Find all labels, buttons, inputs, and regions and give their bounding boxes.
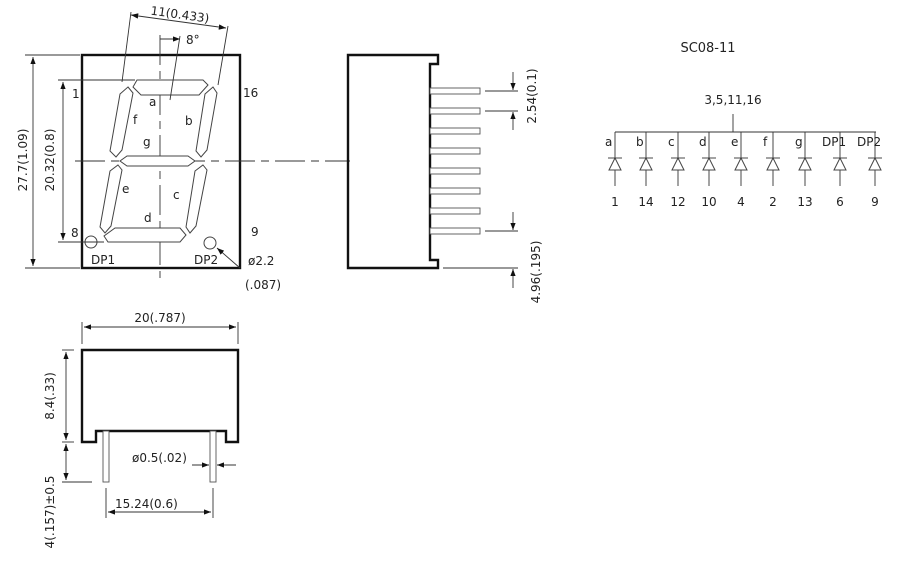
front-body-outline (80, 53, 242, 270)
digit-height-label: 20.32(0.8) (43, 129, 57, 192)
led-channel: f2 (763, 132, 780, 209)
dp2-dot (203, 236, 217, 250)
channel-pin-number: 1 (611, 195, 619, 209)
channel-pin-number: 2 (769, 195, 777, 209)
body-height-label: 8.4(.33) (43, 372, 57, 420)
diode-icon (671, 156, 685, 171)
side-pins (429, 87, 481, 235)
extension-line (121, 11, 132, 83)
segment-label-e: e (122, 182, 129, 196)
led-channel: b 14 (636, 132, 654, 209)
segment-e (99, 164, 123, 234)
channel-label: g (795, 135, 803, 149)
diode-icon (608, 156, 622, 171)
schematic-title: SC08-11 (680, 41, 735, 56)
segment-d (103, 227, 187, 243)
segment-g (119, 155, 196, 167)
pin-length-label: 4(.157)±0.5 (43, 476, 57, 549)
dp2-label: DP2 (194, 253, 218, 267)
diode-icon (798, 156, 812, 171)
offset-label: 4.96(.195) (529, 241, 543, 304)
segment-a (132, 79, 209, 96)
diode-icon (702, 156, 716, 171)
led-channel: DP2 9 (857, 132, 882, 209)
segment-b (195, 86, 218, 158)
side-body-outline (346, 53, 440, 270)
dp-diameter-inch-label: (.087) (245, 278, 281, 292)
diode-icon (766, 156, 780, 171)
segment-c (185, 164, 208, 234)
front-view: a f b g e c d 1 16 8 9 DP1 DP2 ø2.2 (.08… (16, 4, 350, 292)
channel-pin-number: 12 (670, 195, 685, 209)
segment-label-a: a (149, 95, 156, 109)
pin (429, 127, 481, 135)
channel-label: f (763, 135, 768, 149)
pin-label-16: 16 (243, 86, 258, 100)
diode-icon (639, 156, 653, 171)
led-channel: a1 (605, 132, 622, 209)
slant-axis-line (169, 35, 181, 101)
width-dimension-label: 11(0.433) (150, 4, 210, 26)
channel-pin-number: 10 (701, 195, 716, 209)
diode-icon (833, 156, 847, 171)
segment-label-f: f (133, 113, 138, 127)
channel-pin-number: 4 (737, 195, 745, 209)
led-channel: e4 (731, 132, 748, 209)
pin-diameter-label: ø0.5(.02) (132, 451, 187, 465)
total-height-label: 27.7(1.09) (16, 129, 30, 192)
segment-label-g: g (143, 135, 151, 149)
channel-label: d (699, 135, 707, 149)
channel-label: a (605, 135, 612, 149)
pin (429, 87, 481, 95)
body-width-label: 20(.787) (134, 311, 185, 325)
pin-spacing-label: 15.24(0.6) (115, 497, 178, 511)
seven-segment-digit (84, 79, 218, 250)
pin-label-1: 1 (72, 87, 80, 101)
pin (429, 187, 481, 195)
pin (429, 147, 481, 155)
side-view: 2.54(0.1) 4.96(.195) (346, 53, 543, 304)
pitch-label: 2.54(0.1) (525, 68, 539, 123)
pin (102, 430, 110, 483)
pin (429, 107, 481, 115)
channel-pin-number: 14 (638, 195, 653, 209)
channel-pin-number: 13 (797, 195, 812, 209)
bottom-view: 20(.787) 8.4(.33) 4(.157)±0.5 ø0.5(.02) … (43, 311, 240, 549)
pin (429, 227, 481, 235)
segment-f (109, 86, 134, 158)
dp-diameter-label: ø2.2 (248, 254, 274, 268)
segment-label-c: c (173, 188, 180, 202)
led-channel: c 12 (668, 132, 686, 209)
segment-label-b: b (185, 114, 193, 128)
led-channel: d 10 (699, 132, 717, 209)
channel-label: DP1 (822, 135, 846, 149)
common-pins-label: 3,5,11,16 (704, 93, 761, 107)
angle-label: 8° (186, 33, 200, 47)
channel-pin-number: 6 (836, 195, 844, 209)
bottom-body-outline (80, 348, 240, 444)
schematic: SC08-11 3,5,11,16 a1b14c12d10e4f2g13DP16… (605, 41, 882, 209)
dp1-label: DP1 (91, 253, 115, 267)
pin (429, 167, 481, 175)
channel-pin-number: 9 (871, 195, 879, 209)
pin (209, 430, 217, 483)
channel-label: e (731, 135, 738, 149)
segment-label-d: d (144, 211, 152, 225)
channel-label: DP2 (857, 135, 881, 149)
led-channel: DP1 6 (822, 132, 847, 209)
extension-line (217, 25, 229, 86)
width-dimension-line (130, 13, 227, 30)
led-channel: g 13 (795, 132, 813, 209)
pin-label-9: 9 (251, 225, 259, 239)
channel-label: b (636, 135, 644, 149)
pin (429, 207, 481, 215)
dp-diameter-leader (216, 247, 241, 269)
pin-label-8: 8 (71, 226, 79, 240)
diode-icon (868, 156, 882, 171)
channel-label: c (668, 135, 675, 149)
diode-icon (734, 156, 748, 171)
